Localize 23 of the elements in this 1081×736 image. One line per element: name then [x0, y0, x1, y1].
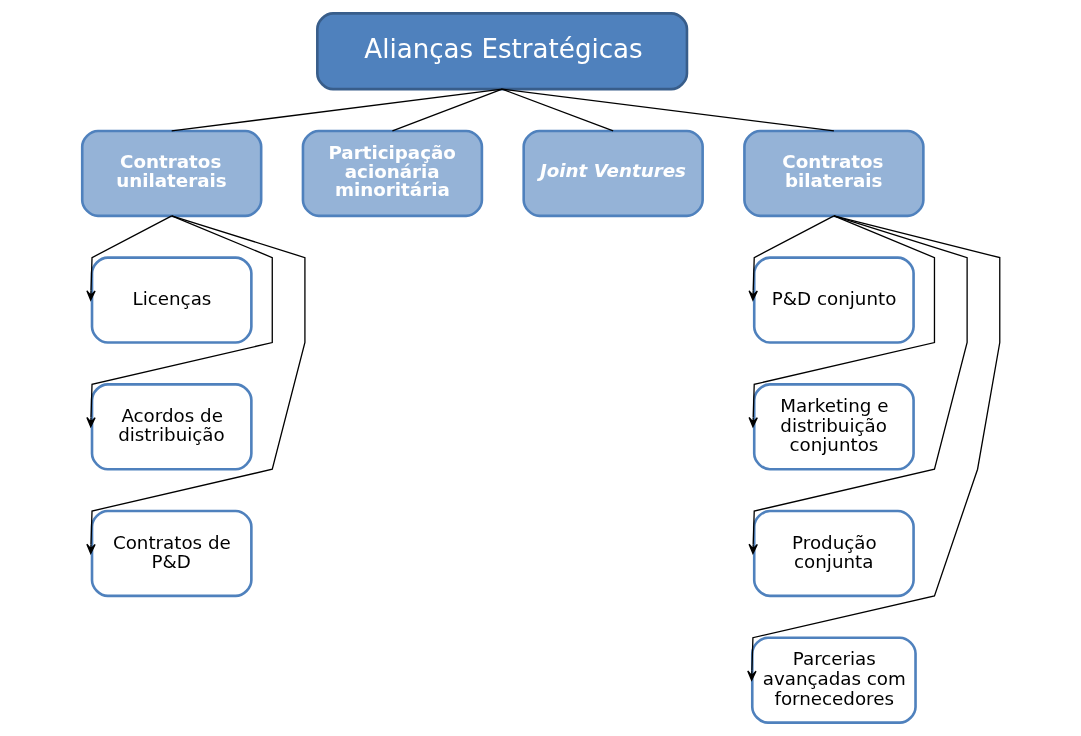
node-box: P&D conjunto — [752, 256, 915, 344]
connector — [501, 88, 614, 132]
node-box: Marketing e distribuição conjuntos — [752, 383, 915, 471]
node-box: Parcerias avançadas com fornecedores — [750, 636, 917, 724]
node-box: Joint Ventures — [521, 129, 704, 218]
arrow — [85, 215, 172, 301]
node-box: Contratos unilaterais — [80, 129, 262, 218]
node-box: Contratos bilaterais — [742, 129, 925, 218]
node-box: Acordos de distribuição — [90, 383, 253, 471]
connector — [170, 88, 503, 132]
node-box: Licenças — [90, 256, 253, 344]
connector — [501, 88, 835, 132]
arrow — [747, 215, 835, 301]
arrow — [747, 215, 968, 555]
node-box: Contratos de P&D — [90, 509, 253, 598]
arrow — [85, 215, 306, 555]
node-box: Produção conjunta — [752, 509, 915, 598]
arrow — [746, 215, 1000, 681]
arrow — [85, 215, 273, 428]
node-box: Participação acionária minoritária — [301, 129, 483, 218]
node-box: Alianças Estratégicas — [315, 12, 688, 91]
arrow — [747, 215, 935, 428]
connector — [391, 88, 503, 132]
